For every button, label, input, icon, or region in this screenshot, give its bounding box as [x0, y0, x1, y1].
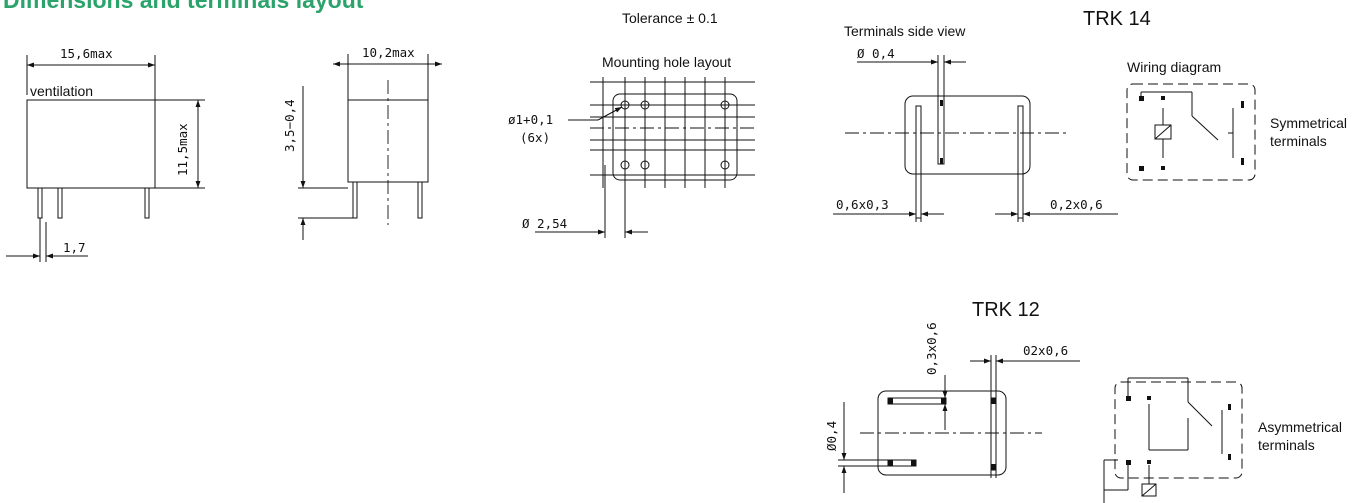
trk14-title: TRK 14 [1083, 8, 1151, 30]
hole-layout-caption: Mounting hole layout [602, 54, 731, 70]
trk14-note-line2: terminals [1270, 133, 1327, 149]
trk12-note-line2: terminals [1258, 437, 1315, 453]
pin-length-label: 3,5−0,4 [282, 99, 297, 152]
trk14-diameter-label: Ø 0,4 [857, 46, 895, 61]
trk12-title: TRK 12 [972, 299, 1040, 321]
page-title: Dimensions and terminals layout [3, 0, 364, 13]
tolerance-note: Tolerance ± 0.1 [622, 10, 718, 26]
hole-diameter-label: ø1+0,1 [508, 112, 553, 127]
trk12-right-terminal-label: 02x0,6 [1023, 343, 1068, 358]
mounting-hole-layout: Tolerance ± 0.1 Mounting hole layout ø1+… [508, 10, 755, 238]
side-width-label: 15,6max [60, 46, 113, 61]
trk12-section: TRK 12 0,3x0,6 02x0,6 Ø0,4 [824, 299, 1342, 503]
relay-side-view: 15,6max ventilation 11,5max 1,7 [6, 46, 205, 262]
trk14-side-caption: Terminals side view [844, 23, 966, 39]
trk12-diameter-label: Ø0,4 [824, 421, 839, 451]
wiring-diagram-caption: Wiring diagram [1127, 59, 1221, 75]
trk12-top-terminal-label: 0,3x0,6 [924, 322, 939, 375]
trk14-wiring-diagram [1126, 83, 1256, 181]
pitch-2-54-label: Ø 2,54 [522, 216, 567, 231]
end-width-label: 10,2max [362, 45, 415, 60]
trk12-note-line1: Asymmetrical [1258, 419, 1342, 435]
trk12-wiring-diagram [1103, 377, 1243, 503]
side-height-label: 11,5max [175, 123, 190, 176]
trk14-right-terminal-label: 0,2x0,6 [1050, 197, 1103, 212]
trk14-left-terminal-label: 0,6x0,3 [836, 197, 889, 212]
pitch-label: 1,7 [63, 240, 86, 255]
trk14-note-line1: Symmetrical [1270, 115, 1347, 131]
ventilation-label: ventilation [30, 83, 93, 99]
hole-count-label: (6x) [520, 130, 550, 145]
relay-end-view: 10,2max 3,5−0,4 [282, 45, 442, 240]
trk14-section: TRK 14 Terminals side view Ø 0,4 0,6x0,3… [833, 8, 1347, 222]
